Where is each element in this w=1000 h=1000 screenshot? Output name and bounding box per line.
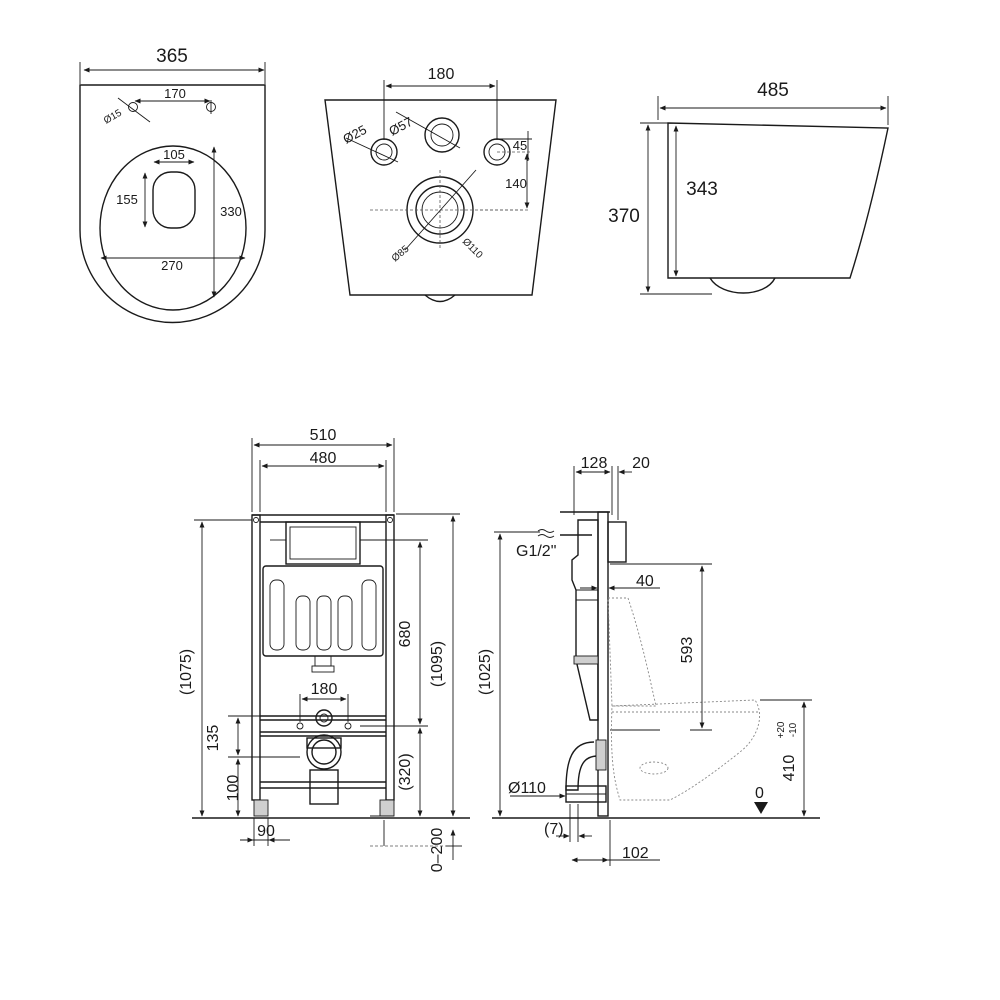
frame-inner-width-label: 480 [310,450,337,467]
frame-height-label: (1095) [429,641,446,687]
seat-tolerance-plus-label: +20 [776,721,787,738]
floor-level-label: 0 [755,785,764,802]
bolt-spacing-label: 180 [428,66,455,83]
bowl-side-foot [709,277,776,294]
seat-opening [152,171,196,229]
frame-foot-left [253,799,269,817]
frame-outer-width-label: 510 [310,427,337,444]
foot-height-label: 100 [225,775,242,802]
drain-depth-label: 102 [622,845,649,862]
pipe-offset-label: 40 [636,573,654,590]
side-height-label: (1025) [477,649,494,695]
outlet-level-label: (320) [397,753,414,790]
side-flush-plate [607,521,627,563]
frame-total-height-label: (1075) [178,649,195,695]
side-bolt-height-label: 593 [679,637,696,664]
mounting-hole-left [128,102,138,112]
bowl-rim [99,145,247,311]
bowl-side-view: 485 370 343 [608,80,889,295]
seat-tolerance-minus-label: -10 [788,722,799,737]
plate-thickness-label: 20 [632,455,650,472]
adjustment-range-label: 0–200 [429,828,446,873]
seat-height-label: 410 [781,755,798,782]
frame-front-view: 510 480 (1075) 135 100 180 680 (320) (10… [178,427,470,872]
side-cistern [571,519,599,721]
bowl-width-label: 365 [156,46,188,67]
seat-width-label: 105 [163,147,185,162]
drain-diameter-label: Ø110 [508,780,546,797]
hole-diameter-label: Ø15 [102,107,124,126]
cistern-height-label: 680 [397,621,414,648]
frame-upright-right [385,514,395,801]
bolt-height-label: 45 [513,138,527,153]
seat-height-label: 155 [116,192,138,207]
bowl-length-label: 485 [757,80,789,101]
cistern [262,565,384,657]
outlet-inner-diameter-label: Ø110 [460,236,485,261]
bowl-body-height-label: 343 [686,179,718,200]
bowl-back-foot [424,294,456,303]
bowl-inner-width-label: 270 [161,258,183,273]
side-seat-cover-outline [607,597,657,707]
bowl-top-outline [79,84,266,324]
foot-width-label: 90 [257,823,275,840]
hole-spacing-label: 170 [164,86,186,101]
drain-offset-label: (7) [544,821,564,838]
bowl-back-view: 180 Ø57 Ø25 45 140 Ø85 Ø110 [324,66,557,303]
flush-plate [285,521,361,565]
frame-foot-right [379,799,395,817]
floor-level-marker [754,802,768,814]
side-depth-label: 128 [581,455,608,472]
frame-bolt-spacing-label: 180 [311,681,338,698]
side-bowl-outline [611,699,761,801]
drain-elbow [565,741,599,791]
bowl-length-label: 330 [220,204,242,219]
bowl-top-view: 365 170 Ø15 105 155 330 270 [79,46,266,324]
inlet-diameter-label: Ø57 [386,114,415,139]
bowl-back-outline [324,99,557,296]
outlet-height-label: 140 [505,176,527,191]
bolt-diameter-label: Ø25 [340,122,369,147]
bowl-side-outline [667,122,889,279]
outlet-spacing-label: 135 [205,725,222,752]
bowl-total-height-label: 370 [608,206,640,227]
supply-thread-label: G1/2" [516,543,556,560]
frame-side-view: G1/2" 128 20 40 (1025) 593 410 [477,455,820,866]
